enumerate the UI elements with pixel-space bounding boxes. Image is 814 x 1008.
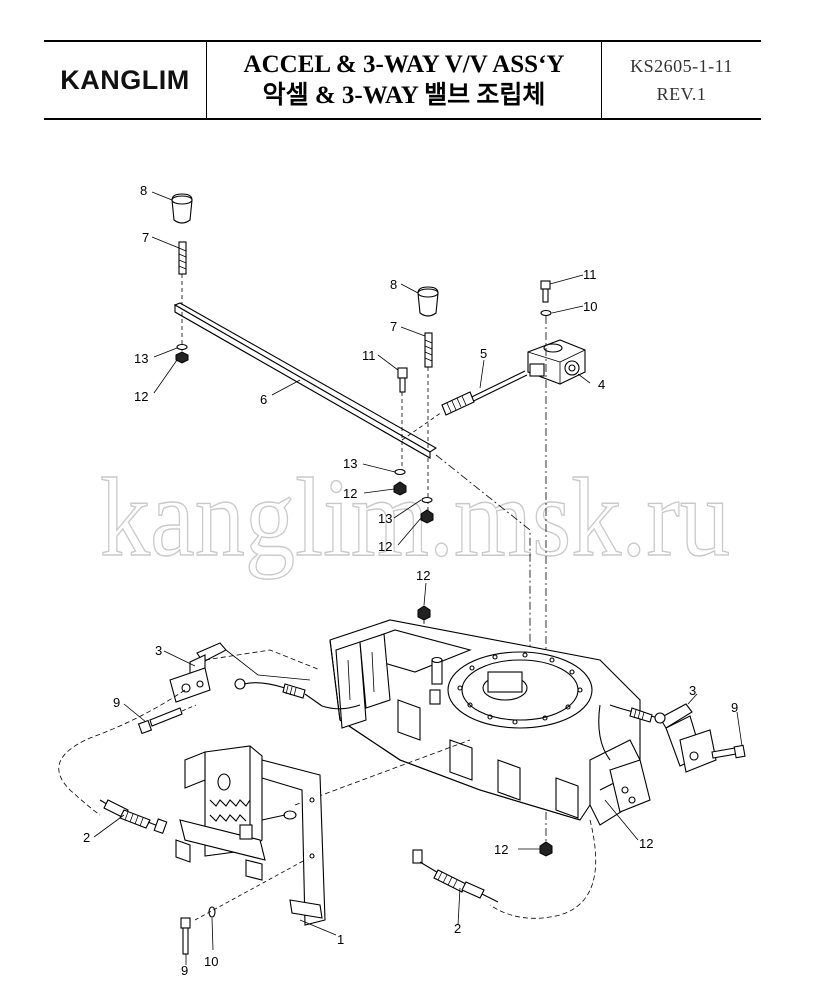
turret-frame <box>329 619 651 826</box>
callout-10-valve: 10 <box>583 299 597 314</box>
three-way-valve <box>527 339 586 385</box>
callout-13-middle: 13 <box>378 511 392 526</box>
washer-middle <box>421 496 433 504</box>
leader-lines <box>93 191 743 965</box>
stud-middle <box>424 332 433 515</box>
callout-6: 6 <box>260 392 267 407</box>
kanglim-logo: KANGLIM <box>60 64 190 95</box>
logo-cell: KANGLIM <box>44 42 207 118</box>
pedal-left <box>169 642 311 703</box>
callout-2-right: 2 <box>454 921 461 936</box>
knob-middle <box>417 286 439 317</box>
bolt-pedal-left <box>137 704 197 735</box>
callout-11-valve: 11 <box>583 267 597 282</box>
callout-5: 5 <box>480 346 487 361</box>
callout-8-left: 8 <box>140 183 147 198</box>
title-korean: 악셀 & 3-WAY 밸브 조립체 <box>262 82 546 109</box>
cable-route-top <box>204 649 321 671</box>
callout-labels: 8 7 13 12 6 8 7 11 5 4 11 10 13 12 13 12… <box>83 183 738 978</box>
callout-9-bottom: 9 <box>181 963 188 978</box>
callout-2-left: 2 <box>83 830 90 845</box>
callout-12-left: 12 <box>134 389 148 404</box>
document-code: KS2605-1-11 <box>630 56 733 76</box>
washer-mid-left <box>394 468 406 476</box>
nut-bottom-center <box>539 841 553 857</box>
cable-loop-left <box>58 689 186 816</box>
title-english: ACCEL & 3-WAY V/V ASS‘Y <box>243 51 565 78</box>
callout-13-left: 13 <box>134 351 148 366</box>
callout-9-left: 9 <box>113 695 120 710</box>
callout-1: 1 <box>337 932 344 947</box>
callout-7-left: 7 <box>142 230 149 245</box>
control-rod <box>401 370 528 441</box>
callout-12-right: 12 <box>639 836 653 851</box>
callout-12-middle: 12 <box>378 539 392 554</box>
callout-11-middle: 11 <box>362 348 376 363</box>
cable-assembly-left <box>99 799 168 835</box>
bolt-valve <box>540 280 551 303</box>
nut-middle <box>420 509 434 524</box>
revision-label: REV.1 <box>656 84 707 104</box>
callout-9-right: 9 <box>731 700 738 715</box>
nut-mid-left <box>393 481 407 496</box>
title-cell: ACCEL & 3-WAY V/V ASS‘Y 악셀 & 3-WAY 밸브 조립… <box>207 42 602 118</box>
callout-12-bottom-center: 12 <box>494 842 508 857</box>
code-cell: KS2605-1-11 REV.1 <box>602 42 761 118</box>
title-block: KANGLIM ACCEL & 3-WAY V/V ASS‘Y 악셀 & 3-W… <box>44 40 761 120</box>
pedal-bracket <box>175 745 326 926</box>
accelerator-link-bar <box>173 302 438 459</box>
cable-assembly-right <box>412 849 499 903</box>
knob-left <box>171 193 193 224</box>
nut-left <box>175 351 189 364</box>
callout-12-mid-left: 12 <box>343 486 357 501</box>
callout-8-middle: 8 <box>390 277 397 292</box>
callout-13-mid-left: 13 <box>343 456 357 471</box>
cable-left <box>234 678 361 710</box>
bolt-pedal-right <box>711 744 746 759</box>
washer-left <box>176 343 188 351</box>
callout-10-bottom: 10 <box>204 954 218 969</box>
callout-4: 4 <box>598 377 605 392</box>
callout-7-middle: 7 <box>390 319 397 334</box>
cable-route-mid <box>294 739 471 806</box>
bolt-bracket-bottom <box>180 917 191 955</box>
callout-3-right: 3 <box>689 683 696 698</box>
watermark-text: kanglim.msk.ru <box>100 456 730 580</box>
callout-3-left: 3 <box>155 643 162 658</box>
callout-12-frame-top: 12 <box>416 568 430 583</box>
washer-valve <box>540 309 552 317</box>
bolt-middle <box>397 367 408 470</box>
pedal-right <box>598 703 717 773</box>
cable-loop-right <box>489 819 597 919</box>
stud-left <box>178 241 187 355</box>
